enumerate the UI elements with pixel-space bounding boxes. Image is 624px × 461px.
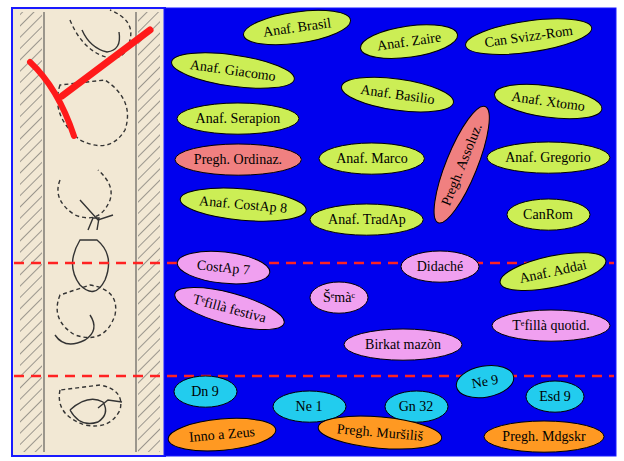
ellipse-outline	[339, 72, 455, 119]
ellipse-outline	[484, 421, 604, 452]
node-label: Pregh. Ordinaz.	[194, 152, 282, 168]
node-label: Anaf. Serapion	[196, 111, 281, 127]
ellipse-outline	[401, 251, 479, 282]
ellipse-outline	[526, 381, 584, 412]
wall-line	[136, 12, 137, 452]
text-ellipse: Pregh. Mdgskr	[483, 420, 605, 453]
ellipse-outline	[487, 142, 610, 173]
ellipse-outline	[464, 13, 594, 62]
text-ellipse: Šᵉmàᶜ	[309, 281, 369, 314]
text-ellipse: Esd 9	[525, 380, 585, 413]
wall-hatching	[20, 12, 42, 452]
ellipse-outline	[497, 246, 609, 299]
ellipse-outline	[317, 412, 443, 454]
ellipse-outline	[424, 101, 500, 229]
text-ellipse: Didaché	[400, 250, 480, 283]
ellipse-outline	[177, 103, 299, 134]
wall-hatching	[138, 12, 160, 452]
ellipse-outline	[492, 310, 610, 341]
text-ellipse: Anaf. Gregorio	[486, 141, 611, 174]
ellipse-outline	[167, 415, 277, 455]
node-label: Tᵉfillà quotid.	[512, 318, 589, 334]
ellipse-outline	[492, 79, 604, 125]
ellipse-outline	[507, 199, 590, 230]
excavation-panel	[12, 8, 165, 456]
node-label: Šᵉmàᶜ	[323, 290, 355, 306]
ellipse-outline	[344, 329, 462, 360]
ellipse-outline	[179, 184, 308, 226]
node-label: CanRom	[523, 207, 573, 223]
ellipse-outline	[175, 144, 301, 175]
ellipse-outline	[170, 279, 287, 338]
ellipse-outline	[241, 5, 352, 51]
node-label: Pregh. Mdgskr	[502, 429, 585, 445]
node-label: Dn 9	[191, 384, 219, 400]
text-ellipse: Birkat mazòn	[343, 328, 463, 361]
text-ellipse: Anaf. Serapion	[176, 102, 300, 135]
text-ellipse: Pregh. Ordinaz.	[174, 143, 302, 176]
ellipse-outline	[174, 376, 237, 407]
text-ellipse: CanRom	[506, 198, 591, 231]
node-label: Anaf. Gregorio	[505, 150, 591, 166]
text-ellipse: Tᵉfillà quotid.	[491, 309, 611, 342]
text-ellipse: Dn 9	[173, 375, 238, 408]
text-ellipse: Anaf. Marco	[318, 142, 425, 175]
ellipse-outline	[454, 362, 517, 403]
ellipse-outline	[169, 47, 296, 95]
node-label: Didaché	[417, 259, 464, 275]
ellipse-outline	[385, 391, 448, 422]
node-label: Anaf. Marco	[336, 151, 408, 167]
stratum-divider	[14, 375, 614, 378]
ellipse-outline	[319, 143, 424, 174]
text-panel	[164, 8, 616, 456]
node-label: Ne 1	[296, 399, 323, 415]
node-label: Esd 9	[539, 389, 571, 405]
node-label: Birkat mazòn	[365, 337, 441, 353]
ellipse-outline	[310, 204, 423, 235]
pickaxe	[30, 30, 150, 136]
ellipse-outline	[358, 20, 459, 65]
ellipse-outline	[310, 282, 368, 313]
node-label: Anaf. TradAp	[328, 212, 406, 228]
node-label: Gn 32	[399, 399, 434, 415]
ellipse-outline	[175, 248, 271, 289]
text-ellipse: Anaf. TradAp	[309, 203, 424, 236]
